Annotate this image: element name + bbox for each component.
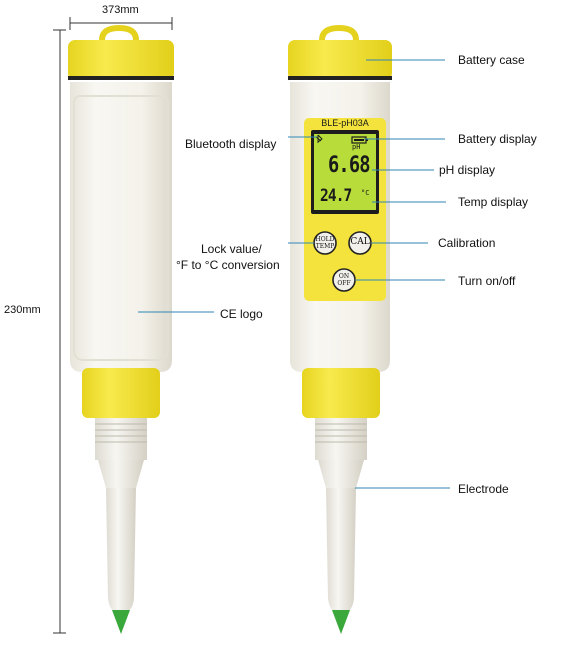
lcd-ph-value: 6.68 xyxy=(328,153,370,178)
lcd-temp-value: 24.7 xyxy=(320,186,352,206)
bluetooth-display-label: Bluetooth display xyxy=(185,137,277,151)
lcd-screen xyxy=(314,134,376,210)
battery-display-label: Battery display xyxy=(458,132,537,146)
bluetooth-icon xyxy=(315,134,323,143)
width-dimension-label: 373mm xyxy=(102,4,139,16)
hold-temp-button[interactable]: HOLD TEMP xyxy=(314,232,336,254)
off-label: OFF xyxy=(337,280,351,287)
temp-display-label: Temp display xyxy=(458,195,529,209)
f-to-c-conversion-label: °F to °C conversion xyxy=(176,258,280,272)
on-off-button[interactable]: ON OFF xyxy=(333,269,355,291)
lcd-temp-unit: °C xyxy=(361,189,370,197)
temp-label: TEMP xyxy=(315,243,335,250)
left-device xyxy=(68,24,174,634)
height-dimension-label: 230mm xyxy=(4,304,41,316)
model-label: BLE-pH03A xyxy=(321,118,369,128)
hold-label: HOLD xyxy=(315,236,335,243)
height-dimension-line xyxy=(53,29,66,634)
electrode-label: Electrode xyxy=(458,482,509,496)
cal-button[interactable]: CAL xyxy=(349,232,371,254)
ph-display-label: pH display xyxy=(439,163,496,177)
on-label: ON xyxy=(338,273,350,280)
callout-lines xyxy=(138,59,450,489)
turn-on-off-label: Turn on/off xyxy=(458,274,516,288)
lcd-unit-label: pH xyxy=(352,143,361,151)
width-dimension-line xyxy=(69,17,173,30)
cal-label: CAL xyxy=(350,237,370,247)
battery-case-label: Battery case xyxy=(458,53,525,67)
right-device xyxy=(288,24,392,634)
calibration-label: Calibration xyxy=(438,236,496,250)
ce-logo-label: CE logo xyxy=(220,307,263,321)
lock-value-label: Lock value/ xyxy=(201,242,262,256)
